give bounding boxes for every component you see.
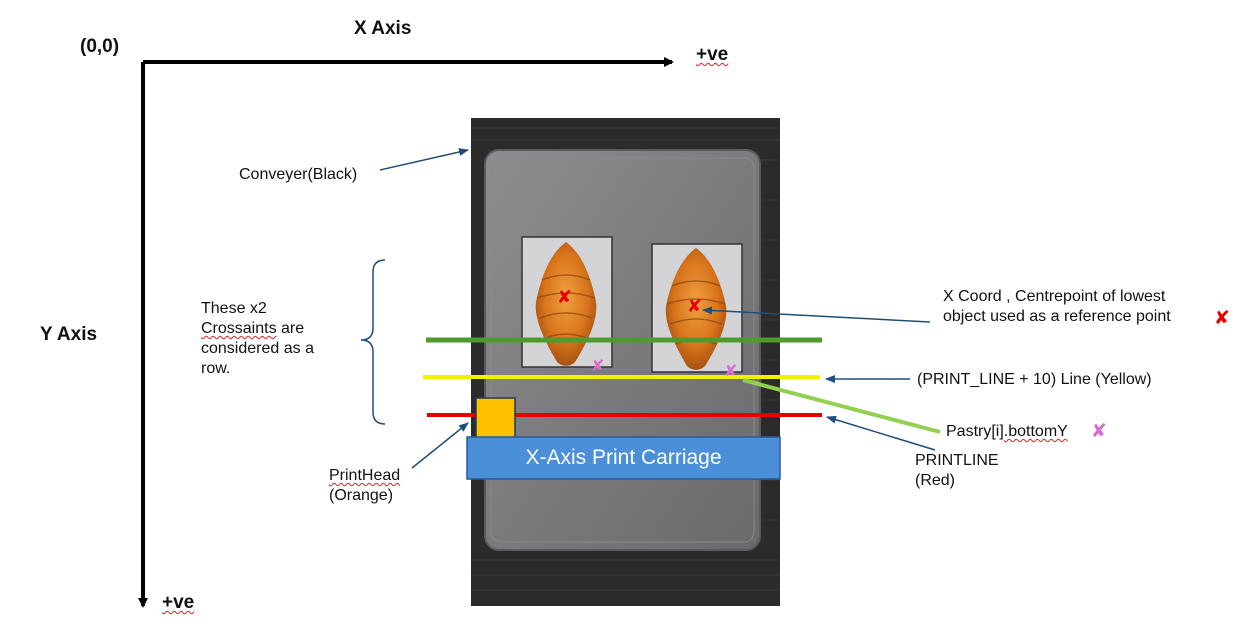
pastry-image-1 (521, 236, 613, 368)
row-brace (360, 259, 386, 425)
print-carriage (466, 436, 781, 480)
yellow-line-label: (PRINT_LINE + 10) Line (Yellow) (917, 371, 1152, 388)
printline-line-2: (Red) (915, 472, 956, 489)
xcoord-line-1: X Coord , Centrepoint of lowest (943, 288, 1166, 305)
tray-inner-rim (490, 157, 755, 543)
conveyer-arrow (379, 148, 469, 171)
pastry-prefix: Pastry[i] (946, 423, 1004, 440)
xcoord-note: X Coord , Centrepoint of lowest object u… (943, 287, 1171, 327)
row-note-line-4: row. (201, 360, 231, 377)
x-axis-title: X Axis (354, 18, 412, 39)
printhead-line-1: PrintHead (329, 467, 401, 484)
conveyer-label: Conveyer(Black) (239, 166, 358, 183)
printhead-block (475, 397, 516, 439)
pastry-suffix: .bottomY (1003, 423, 1068, 440)
y-positive-label: +ve (162, 592, 195, 613)
x-positive-label: +ve (696, 44, 729, 65)
printline-line-1: PRINTLINE (915, 452, 999, 469)
xcoord-arrow (702, 306, 931, 323)
row-note-line-2-rest: are (276, 320, 305, 337)
y-axis-title: Y Axis (40, 324, 98, 345)
pastry-bottom-label: Pastry[i].bottomY (946, 422, 1068, 442)
pastry-bottom-leader (742, 378, 941, 434)
printline-note: PRINTLINE (Red) (915, 451, 999, 491)
xcoord-marker-icon: ✘ (1214, 307, 1230, 329)
pastry-2-center-marker: ✘ (687, 296, 703, 317)
printhead-line-2: (Orange) (329, 487, 394, 504)
row-note-line-3: considered as a (201, 340, 314, 357)
printhead-note: PrintHead (Orange) (329, 466, 400, 506)
row-note: These x2 Crossaints are considered as a … (201, 299, 314, 379)
pastry-2-bottom-marker: ✘ (724, 361, 738, 380)
xcoord-line-2: object used as a reference point (943, 308, 1171, 325)
row-note-line-1: These x2 (201, 300, 267, 317)
row-note-line-2: Crossaints are (201, 319, 314, 339)
crossaints-word: Crossaints (201, 320, 277, 337)
origin-label: (0,0) (80, 36, 120, 57)
pastry-marker-icon: ✘ (1091, 420, 1107, 442)
pastry-1-bottom-marker: ✘ (591, 356, 605, 375)
carriage-label: X-Axis Print Carriage (525, 446, 722, 469)
pastry-1-center-marker: ✘ (557, 287, 573, 308)
printhead-arrow (411, 422, 469, 469)
printline-arrow (826, 415, 936, 451)
conveyor-slats (471, 127, 780, 591)
